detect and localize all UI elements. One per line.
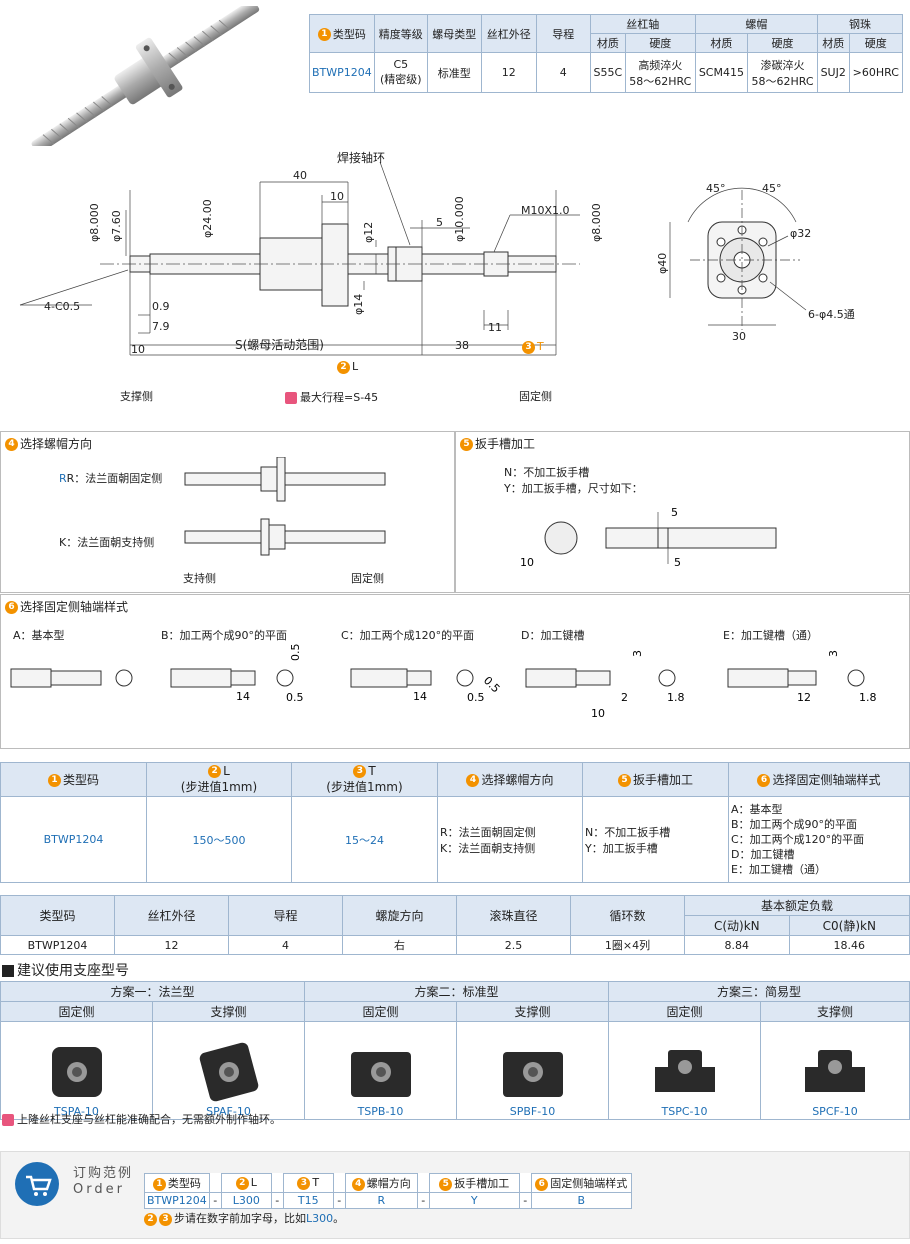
svg-text:5: 5 [436, 216, 443, 229]
support-table: 方案一：法兰型方案二：标准型方案三：简易型 固定侧支撑侧固定侧 支撑侧固定侧支撑… [0, 981, 910, 1120]
svg-text:0.9: 0.9 [152, 300, 170, 313]
svg-text:14: 14 [236, 690, 250, 703]
svg-text:φ40: φ40 [656, 253, 669, 274]
main-drawing: 焊接轴环 40 10 5 M10X1.0 4-C0.5 0.9 7.9 10 S… [0, 150, 910, 410]
svg-text:3: 3 [631, 650, 644, 657]
support-title: 建议使用支座型号 [2, 960, 129, 980]
svg-text:45°: 45° [706, 182, 726, 195]
svg-text:10: 10 [330, 190, 344, 203]
svg-text:14: 14 [413, 690, 427, 703]
svg-text:12: 12 [797, 691, 811, 704]
svg-text:φ10.000: φ10.000 [453, 196, 466, 242]
svg-text:11: 11 [488, 321, 502, 334]
svg-text:0.5: 0.5 [467, 691, 485, 704]
svg-text:1.8: 1.8 [667, 691, 685, 704]
svg-text:10: 10 [591, 707, 605, 720]
svg-text:φ8.000: φ8.000 [590, 203, 603, 242]
svg-text:45°: 45° [762, 182, 782, 195]
svg-text:支撑侧: 支撑侧 [120, 389, 153, 403]
support-note: 上隆丝杠支座与丝杠能准确配合，无需额外制作轴环。 [2, 1111, 281, 1127]
svg-text:7.9: 7.9 [152, 320, 170, 333]
product-image [8, 0, 288, 154]
svg-text:φ7.60: φ7.60 [110, 210, 123, 242]
svg-text:M10X1.0: M10X1.0 [521, 204, 570, 217]
svg-text:3: 3 [827, 650, 840, 657]
cart-icon [15, 1162, 59, 1206]
svg-text:40: 40 [293, 169, 307, 182]
svg-text:30: 30 [732, 330, 746, 343]
svg-text:10: 10 [520, 556, 534, 569]
svg-text:0.5: 0.5 [286, 691, 304, 704]
svg-text:S(螺母活动范围): S(螺母活动范围) [235, 338, 324, 352]
svg-text:10: 10 [131, 343, 145, 356]
svg-text:φ24.00: φ24.00 [201, 199, 214, 238]
svg-text:2: 2 [621, 691, 628, 704]
svg-text:φ14: φ14 [352, 294, 365, 315]
svg-text:φ8.000: φ8.000 [88, 203, 101, 242]
svg-text:φ32: φ32 [790, 227, 811, 240]
svg-text:焊接轴环: 焊接轴环 [337, 150, 385, 165]
svg-text:4-C0.5: 4-C0.5 [44, 300, 80, 313]
svg-text:φ12: φ12 [362, 222, 375, 243]
svg-text:0.5: 0.5 [289, 644, 302, 662]
svg-text:1.8: 1.8 [859, 691, 877, 704]
svg-text:6-φ4.5通: 6-φ4.5通 [808, 308, 855, 321]
svg-text:38: 38 [455, 339, 469, 352]
svg-text:固定侧: 固定侧 [519, 389, 552, 403]
svg-text:5: 5 [674, 556, 681, 569]
svg-text:5: 5 [671, 506, 678, 519]
